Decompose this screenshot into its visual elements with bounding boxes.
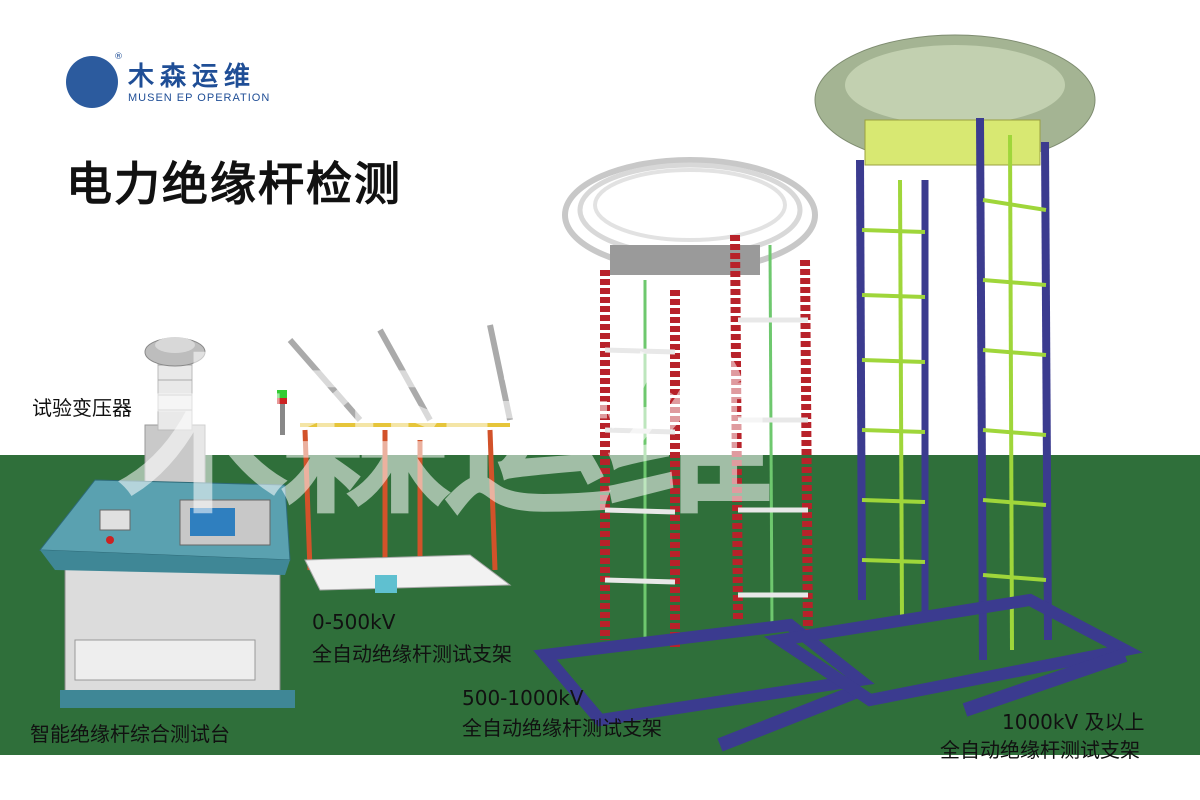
label-rack-500-1000-range: 500-1000kV [462, 686, 584, 710]
watermark-registered-mark: ® [283, 275, 313, 310]
brand-name-en: MUSEN EP OPERATION [128, 92, 271, 104]
page-title: 电力绝缘杆检测 [66, 157, 402, 211]
brand-name-cn: 木森运维 [128, 62, 257, 92]
footer-strip [0, 755, 1200, 800]
label-rack-500-1000-name: 全自动绝缘杆测试支架 [462, 716, 662, 740]
rack-1000kv-plus [763, 34, 1143, 717]
logo-emblem-icon [66, 56, 118, 108]
label-test-console: 智能绝缘杆综合测试台 [30, 722, 230, 746]
brand-logo: ® 木森运维 MUSEN EP OPERATION [66, 52, 306, 112]
test-console [39, 479, 295, 708]
watermark-text: 木森运维 [118, 340, 774, 538]
label-rack-1000-plus-name: 全自动绝缘杆测试支架 [940, 738, 1140, 762]
label-rack-0-500-name: 全自动绝缘杆测试支架 [312, 642, 512, 666]
test-transformer [144, 337, 206, 486]
rack-500-1000kv [533, 157, 875, 752]
registered-mark: ® [114, 52, 123, 62]
label-rack-0-500-range: 0-500kV [312, 610, 396, 634]
rack-0-500kv [277, 324, 513, 593]
label-test-transformer: 试验变压器 [32, 396, 132, 420]
label-rack-1000-plus-range: 1000kV 及以上 [1002, 710, 1145, 734]
